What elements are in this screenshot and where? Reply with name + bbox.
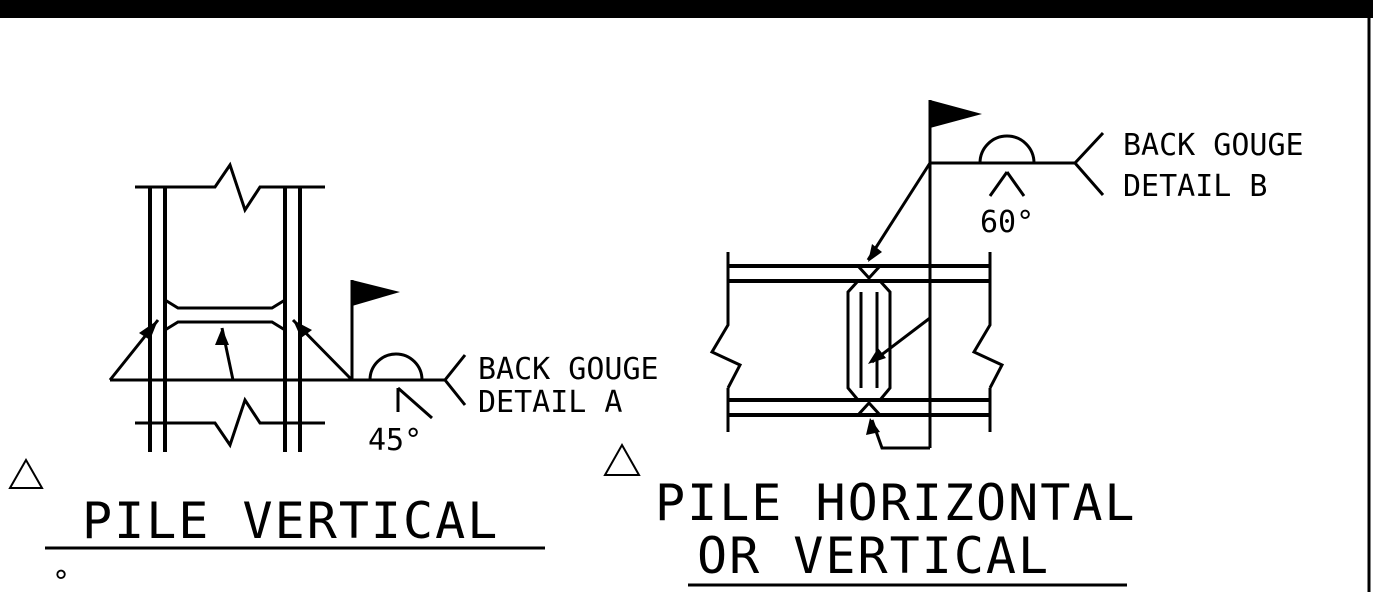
weld-tail-a [443,354,467,406]
detail-b-angle: 60° [980,205,1034,240]
detail-a-pile-vertical [108,161,467,452]
corner-mark: ° [52,565,70,592]
detail-b-title-line2: OR VERTICAL [697,527,1050,585]
field-weld-flag-a [352,280,400,306]
arrowhead-a-center [215,328,229,345]
detail-b-pile-horizontal [709,131,1105,450]
arrowhead-a-right [293,320,312,338]
revision-triangle-a [8,457,44,489]
web-plate [164,298,286,310]
detail-a-title: PILE VERTICAL [82,492,499,550]
break-line-left [709,295,743,389]
field-weld-flag-b [930,100,982,128]
arrowhead-b-top [868,244,882,262]
break-line-right [971,295,1005,389]
detail-a-note-line2: DETAIL A [478,385,623,420]
revision-triangle-b [603,442,641,476]
arrowhead-b-web [868,348,886,364]
top-border-bar [0,0,1373,18]
detail-b-note-line2: DETAIL B [1123,169,1268,204]
weld-tail-b [1072,131,1105,196]
arrowhead-a-left [139,320,158,340]
detail-b-note-line1: BACK GOUGE [1123,128,1304,163]
groove-symbol-a [368,352,424,381]
detail-a-note-line1: BACK GOUGE [478,352,659,387]
detail-b-title-line1: PILE HORIZONTAL [655,474,1137,532]
arrowhead-b-bottom [866,418,880,435]
detail-a-angle: 45° [368,423,422,458]
break-line-top [135,161,325,214]
break-line-bottom [135,396,325,449]
groove-symbol-b [978,134,1036,164]
